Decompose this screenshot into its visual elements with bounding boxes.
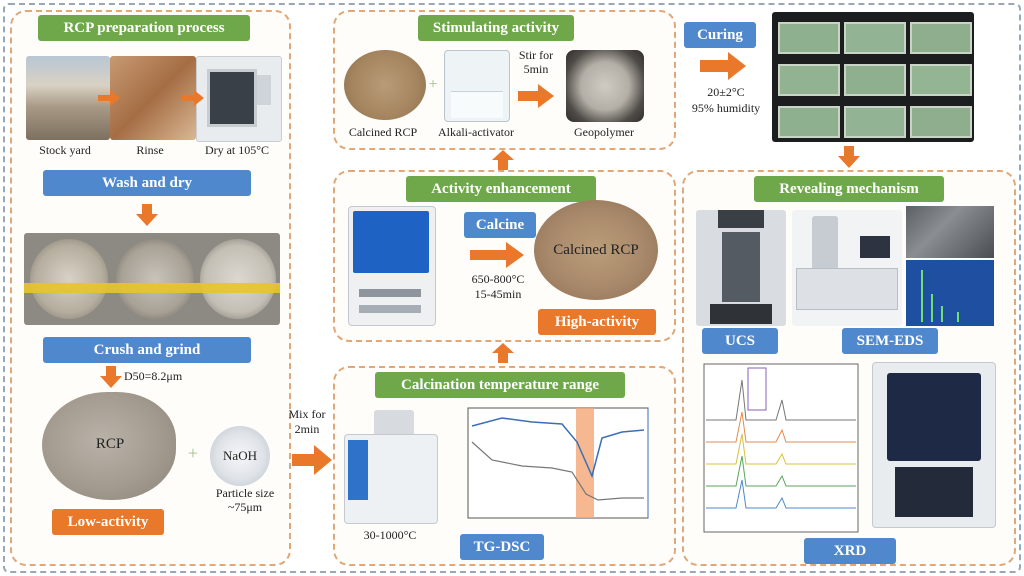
plus-sign-2: + [428,76,438,93]
oven-photo [196,56,282,142]
d50-caption: D50=8.2μm [124,369,183,383]
arrow-right-calcine [470,242,524,268]
low-activity-label: Low-activity [52,509,164,535]
crushed-samples-photo [24,233,280,325]
sem-eds-label: SEM-EDS [842,328,938,354]
calcination-window-band [576,408,594,518]
alkali-activator-beaker [444,50,510,122]
ucs-machine-image [696,210,786,326]
xrd-label: XRD [804,538,896,564]
outer-frame [3,3,1021,573]
arrow-up-1 [492,150,514,170]
arrow-up-2 [492,343,514,363]
sem-micrograph-image [906,206,994,258]
stock-yard-photo [26,56,110,140]
naoh-pellets-image [210,426,270,486]
calcined-rcp-large-label: Calcined RCP [553,242,639,258]
arrow-right-stir [518,84,554,108]
tgdsc-instrument-image [344,410,438,524]
dsc-curve [471,441,644,501]
xrd-instrument-image [872,362,996,528]
geopolymer-bowl-image [566,50,644,122]
arrow-down-1 [136,204,158,226]
plus-sign-1: + [187,443,199,463]
calcined-rcp-caption: Calcined RCP [348,125,418,139]
activity-enhancement-title: Activity enhancement [406,176,596,202]
naoh-label: NaOH [223,448,257,463]
arrow-right-mix [292,445,332,475]
rinse-caption: Rinse [136,143,164,157]
sem-machine-image [792,210,902,326]
calcined-rcp-small-image [344,50,426,120]
alkali-activator-caption: Alkali-activator [438,125,514,139]
calcine-temp-caption: 650-800°C 15-45min [471,272,525,301]
arrow-right-curing [700,52,746,80]
tg-curve [471,417,645,479]
calcine-label: Calcine [464,212,536,238]
stimulating-activity-title: Stimulating activity [418,15,574,41]
wash-dry-label: Wash and dry [43,170,251,196]
calcination-range-title: Calcination temperature range [375,372,625,398]
arrow-right-1 [98,90,120,106]
arrow-down-curing [838,146,860,168]
rinse-photo [110,56,196,140]
stock-yard-caption: Stock yard [39,143,91,157]
mix-for-caption: Mix for 2min [288,407,326,436]
eds-spectrum-image [906,260,994,326]
revealing-mechanism-title: Revealing mechanism [754,176,944,202]
crush-grind-label: Crush and grind [43,337,251,363]
calcined-rcp-large-image [534,200,658,300]
arrow-down-2 [100,366,122,388]
ucs-label: UCS [702,328,778,354]
curing-label: Curing [684,22,756,48]
high-activity-label: High-activity [538,309,656,335]
tgdsc-label: TG-DSC [460,534,544,560]
geopolymer-caption: Geopolymer [574,125,634,139]
rcp-powder-image [42,392,176,500]
dry-at-caption: Dry at 105°C [204,143,270,157]
rcp-preparation-title: RCP preparation process [38,15,250,41]
muffle-furnace-image [348,206,436,326]
stir-for-caption: Stir for 5min [518,48,554,76]
arrow-right-2 [182,90,204,106]
rcp-label: RCP [95,436,125,452]
particle-size-caption: Particle size ~75μm [215,486,275,514]
cured-specimens-image [772,12,974,142]
curing-conditions-caption: 20±2°C 95% humidity [691,85,761,115]
tgdsc-plot [467,407,649,519]
xrd-pattern-plot [703,363,859,533]
temp-range-caption: 30-1000°C [363,528,417,542]
